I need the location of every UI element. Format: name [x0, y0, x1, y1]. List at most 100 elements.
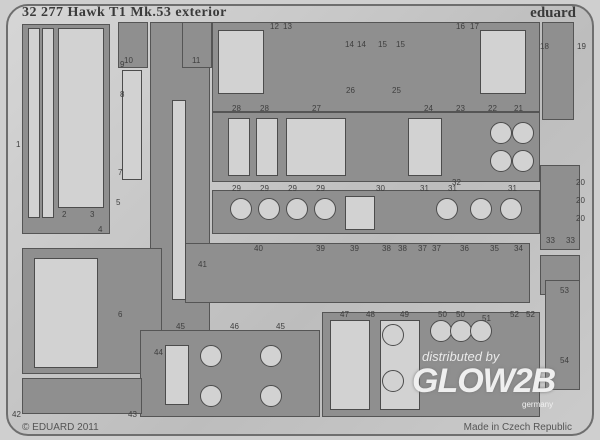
- part-number: 21: [514, 104, 523, 113]
- part-number: 4: [98, 225, 103, 234]
- part-number: 47: [340, 310, 349, 319]
- brand-logo: eduard: [530, 5, 576, 21]
- part-number: 38: [398, 244, 407, 253]
- fret-panel: [542, 22, 574, 120]
- round-part: [258, 198, 280, 220]
- part-number: 44: [154, 348, 163, 357]
- part-number: 12: [270, 22, 279, 31]
- part-number: 14: [357, 40, 366, 49]
- fret-panel: [545, 280, 580, 390]
- etched-part: [330, 320, 370, 410]
- part-number: 37: [418, 244, 427, 253]
- watermark-logo: GLOW2B: [412, 362, 556, 400]
- etched-part: [408, 118, 442, 176]
- part-number: 51: [482, 314, 491, 323]
- part-number: 11: [192, 56, 201, 65]
- part-number: 52: [526, 310, 535, 319]
- part-number: 13: [283, 22, 292, 31]
- part-number: 41: [198, 260, 207, 269]
- round-part: [500, 198, 522, 220]
- part-number: 28: [232, 104, 241, 113]
- round-part: [470, 320, 492, 342]
- part-number: 24: [424, 104, 433, 113]
- round-part: [470, 198, 492, 220]
- round-part: [450, 320, 472, 342]
- part-number: 50: [438, 310, 447, 319]
- part-number: 10: [124, 56, 133, 65]
- part-number: 27: [312, 104, 321, 113]
- etched-part: [28, 28, 40, 218]
- part-number: 9: [120, 60, 125, 69]
- etched-part: [58, 28, 104, 208]
- part-number: 53: [560, 286, 569, 295]
- part-number: 31: [420, 184, 429, 193]
- part-number: 35: [490, 244, 499, 253]
- part-number: 33: [546, 236, 555, 245]
- etched-part: [286, 118, 346, 176]
- round-part: [430, 320, 452, 342]
- etched-part: [256, 118, 278, 176]
- etched-part: [34, 258, 98, 368]
- etched-part: [345, 196, 375, 230]
- etched-part: [42, 28, 54, 218]
- part-number: 15: [396, 40, 405, 49]
- part-number: 40: [254, 244, 263, 253]
- watermark-country: germany: [522, 400, 554, 409]
- part-number: 5: [116, 198, 121, 207]
- part-number: 46: [230, 322, 239, 331]
- watermark-distributed: distributed by: [422, 349, 500, 364]
- round-part: [512, 122, 534, 144]
- part-number: 22: [488, 104, 497, 113]
- part-number: 17: [470, 22, 479, 31]
- part-number: 45: [276, 322, 285, 331]
- part-number: 54: [560, 356, 569, 365]
- part-number: 19: [577, 42, 586, 51]
- part-number: 25: [392, 86, 401, 95]
- round-part: [490, 122, 512, 144]
- part-number: 29: [260, 184, 269, 193]
- etched-part: [228, 118, 250, 176]
- part-number: 8: [120, 90, 125, 99]
- part-number: 31: [508, 184, 517, 193]
- fret-panel: [540, 165, 580, 250]
- round-part: [436, 198, 458, 220]
- part-number: 16: [456, 22, 465, 31]
- round-part: [200, 345, 222, 367]
- round-part: [230, 198, 252, 220]
- round-part: [512, 150, 534, 172]
- part-number: 48: [366, 310, 375, 319]
- part-number: 39: [316, 244, 325, 253]
- fret-panel: [22, 378, 142, 414]
- part-number: 42: [12, 410, 21, 419]
- etched-part: [165, 345, 189, 405]
- etched-part: [122, 70, 142, 180]
- round-part: [200, 385, 222, 407]
- part-number: 30: [376, 184, 385, 193]
- part-number: 14: [345, 40, 354, 49]
- part-number: 33: [566, 236, 575, 245]
- part-number: 32: [452, 178, 461, 187]
- round-part: [490, 150, 512, 172]
- part-number: 3: [90, 210, 95, 219]
- part-number: 45: [176, 322, 185, 331]
- etched-part: [480, 30, 526, 94]
- fret-panel: [118, 22, 148, 68]
- part-number: 7: [118, 168, 123, 177]
- part-number: 31: [448, 184, 457, 193]
- part-number: 29: [316, 184, 325, 193]
- part-number: 34: [514, 244, 523, 253]
- origin-text: Made in Czech Republic: [463, 422, 572, 433]
- part-number: 39: [350, 244, 359, 253]
- round-part: [260, 385, 282, 407]
- fret-title: 32 277 Hawk T1 Mk.53 exterior: [22, 5, 227, 20]
- part-number: 26: [346, 86, 355, 95]
- part-number: 23: [456, 104, 465, 113]
- part-number: 29: [232, 184, 241, 193]
- part-number: 2: [62, 210, 67, 219]
- etched-part: [218, 30, 264, 94]
- part-number: 1: [16, 140, 21, 149]
- part-number: 18: [540, 42, 549, 51]
- part-number: 36: [460, 244, 469, 253]
- fret-panel: [185, 243, 530, 303]
- copyright-text: © EDUARD 2011: [22, 422, 99, 433]
